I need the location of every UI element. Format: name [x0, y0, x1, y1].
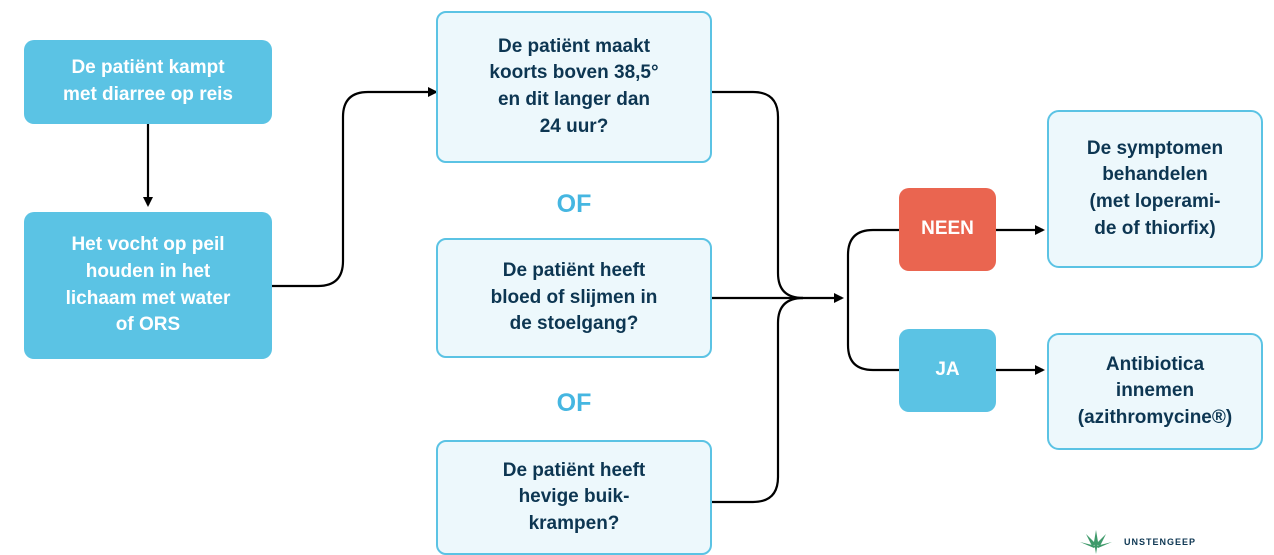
- answer-yes-box: JA: [899, 329, 996, 412]
- outcome-no-text: De symptomen behandelen (met loperami- d…: [1086, 137, 1224, 239]
- line-question-1-to-merge: [712, 90, 804, 300]
- outcome-yes-text: Antibiotica innemen (azithromycine®): [1077, 353, 1233, 428]
- line-question-3-to-merge: [712, 296, 804, 504]
- line-split-to-ja: [846, 298, 899, 372]
- arrow-hydrate-to-question-1: [272, 87, 438, 288]
- hydrate-box: Het vocht op peil houden in het lichaam …: [24, 212, 272, 359]
- answer-no-box: NEEN: [899, 188, 996, 271]
- cannabis-leaf-icon: [1080, 530, 1112, 554]
- question-cramps-text: De patiënt heeft hevige buik- krampen?: [502, 459, 646, 534]
- or-label-1: OF: [556, 190, 592, 218]
- or-label-2: OF: [556, 389, 592, 417]
- question-blood-text: De patiënt heeft bloed of slijmen in de …: [490, 260, 658, 335]
- hydrate-text: Het vocht op peil houden in het lichaam …: [65, 234, 231, 336]
- answer-no-text: NEEN: [921, 218, 974, 240]
- logo-text: UNSTENGEEP: [1124, 536, 1197, 547]
- question-box-cramps: De patiënt heeft hevige buik- krampen?: [436, 440, 712, 555]
- start-text: De patiënt kampt met diarree op reis: [62, 57, 234, 105]
- outcome-yes-box: Antibiotica innemen (azithromycine®): [1047, 333, 1263, 450]
- question-fever-text: De patiënt maakt koorts boven 38,5° en d…: [489, 35, 659, 137]
- question-box-blood: De patiënt heeft bloed of slijmen in de …: [436, 238, 712, 358]
- line-split-to-neen: [846, 228, 899, 298]
- answer-yes-text: JA: [935, 359, 960, 381]
- brand-logo: UNSTENGEEP: [1076, 528, 1196, 555]
- question-box-fever: De patiënt maakt koorts boven 38,5° en d…: [436, 11, 712, 163]
- start-box: De patiënt kampt met diarree op reis: [24, 40, 272, 124]
- outcome-no-box: De symptomen behandelen (met loperami- d…: [1047, 110, 1263, 268]
